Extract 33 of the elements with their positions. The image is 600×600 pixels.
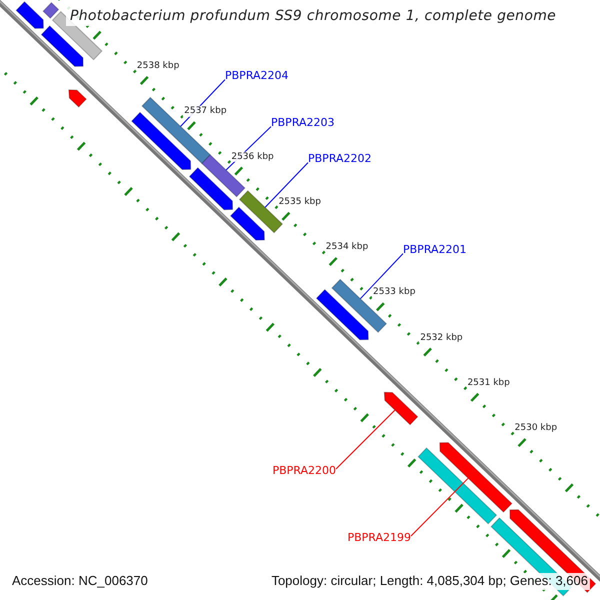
- scale-label: 2531 kbp: [466, 378, 511, 388]
- scale-label: 2538 kbp: [136, 60, 180, 72]
- genome-stats-text: Topology: circular; Length: 4,085,304 bp; Genes: 3,606: [269, 573, 590, 590]
- gene-feature: [68, 89, 87, 108]
- gene-label: PBPRA2204: [225, 70, 289, 83]
- leader-line: [360, 253, 404, 300]
- scale-label: 2534 kbp: [324, 242, 370, 252]
- scale-label: 2532 kbp: [419, 332, 464, 343]
- gene-label: PBPRA2200: [272, 465, 336, 478]
- leader-line: [336, 410, 396, 470]
- scale-label: 2530 kbp: [514, 422, 558, 434]
- accession-text: Accession: NC_006370: [10, 573, 150, 590]
- gene-label: PBPRA2201: [403, 244, 467, 257]
- scale-label: 2537 kbp: [183, 106, 228, 116]
- gene-feature: [131, 112, 192, 170]
- gene-feature: [230, 206, 265, 241]
- scale-label: 2535 kbp: [278, 196, 322, 208]
- gene-feature: [439, 442, 513, 513]
- gene-feature: [40, 25, 84, 67]
- gene-feature: [418, 447, 498, 524]
- gene-feature: [384, 392, 418, 426]
- leader-line: [264, 162, 308, 208]
- scale-label: 2536 kbp: [230, 151, 275, 162]
- gene-feature: [42, 2, 60, 19]
- gene-label: PBPRA2203: [271, 117, 335, 130]
- gene-feature: [16, 1, 44, 29]
- leader-line: [410, 478, 469, 536]
- gene-label: PBPRA2202: [308, 153, 372, 166]
- gene-label: PBPRA2199: [347, 532, 411, 545]
- gene-feature: [316, 288, 369, 340]
- gene-feature: [188, 167, 234, 210]
- scale-label: 2533 kbp: [372, 287, 416, 298]
- gene-feature: [141, 96, 211, 164]
